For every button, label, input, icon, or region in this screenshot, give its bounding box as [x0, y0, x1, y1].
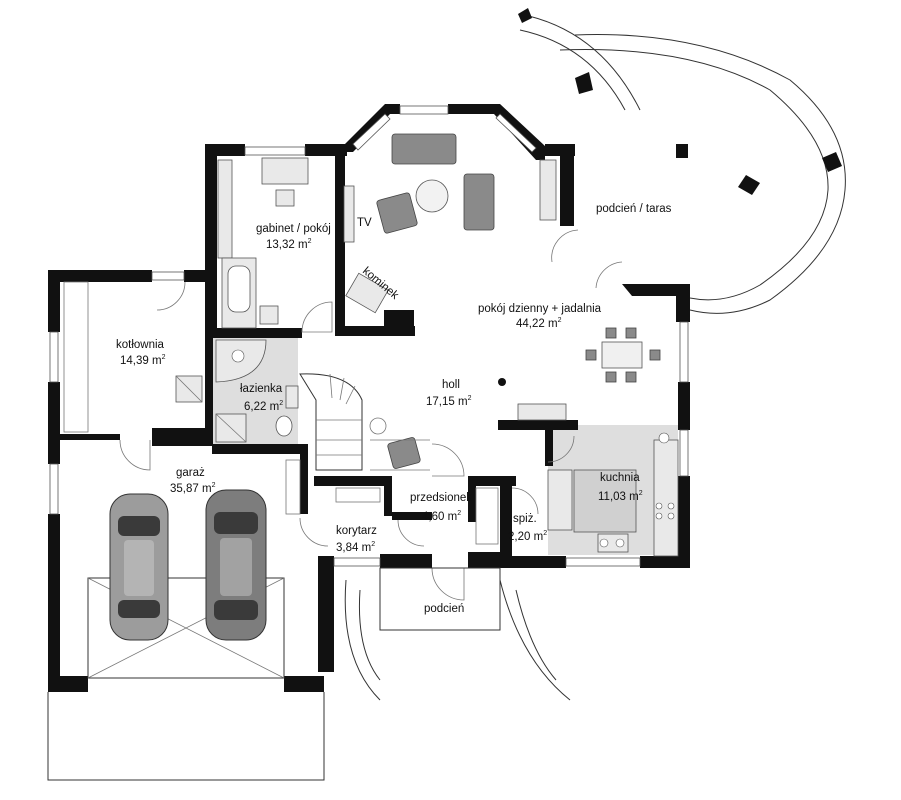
closets — [285, 459, 499, 545]
area-przedsionek: 4,60 m2 — [422, 510, 461, 523]
car-left — [109, 493, 169, 641]
label-kotlownia: kotłownia — [116, 339, 165, 351]
car-right — [205, 489, 267, 641]
label-spiz: spiż. — [513, 513, 537, 525]
area-spiz: 2,20 m2 — [508, 530, 547, 543]
label-garaz: garaż — [176, 467, 205, 479]
label-podcien-taras: podcień / taras — [596, 203, 672, 215]
label-tv: TV — [357, 217, 372, 229]
windows — [49, 105, 689, 567]
label-pokoj-dzienny: pokój dzienny + jadalnia — [478, 303, 602, 315]
area-korytarz: 3,84 m2 — [336, 541, 375, 554]
terrace-arc — [518, 8, 846, 314]
area-gabinet: 13,32 m2 — [266, 238, 312, 251]
doors — [119, 229, 623, 601]
label-podcien: podcień — [424, 603, 464, 615]
label-holl: holl — [442, 379, 460, 391]
staircase — [299, 373, 363, 471]
label-lazienka: łazienka — [240, 383, 283, 395]
area-kuchnia: 11,03 m2 — [598, 490, 643, 503]
label-przedsionek: przedsionek — [410, 492, 472, 504]
label-gabinet: gabinet / pokój — [256, 223, 331, 235]
living-furniture — [343, 133, 661, 471]
area-kotlownia: 14,39 m2 — [120, 354, 166, 367]
garage-driveway — [47, 577, 325, 781]
entrance-porch — [344, 567, 571, 701]
area-holl: 17,15 m2 — [426, 395, 472, 408]
room-labels: gabinet / pokój 13,32 m2 podcień / taras… — [116, 203, 672, 615]
area-lazienka: 6,22 m2 — [244, 400, 283, 413]
area-pokoj-dzienny: 44,22 m2 — [516, 317, 562, 330]
label-korytarz: korytarz — [336, 525, 377, 537]
label-kuchnia: kuchnia — [600, 472, 640, 484]
area-garaz: 35,87 m2 — [170, 482, 216, 495]
study-furniture — [217, 157, 309, 329]
kitchen-fixtures — [547, 432, 679, 557]
bathroom-fixtures — [215, 339, 299, 443]
